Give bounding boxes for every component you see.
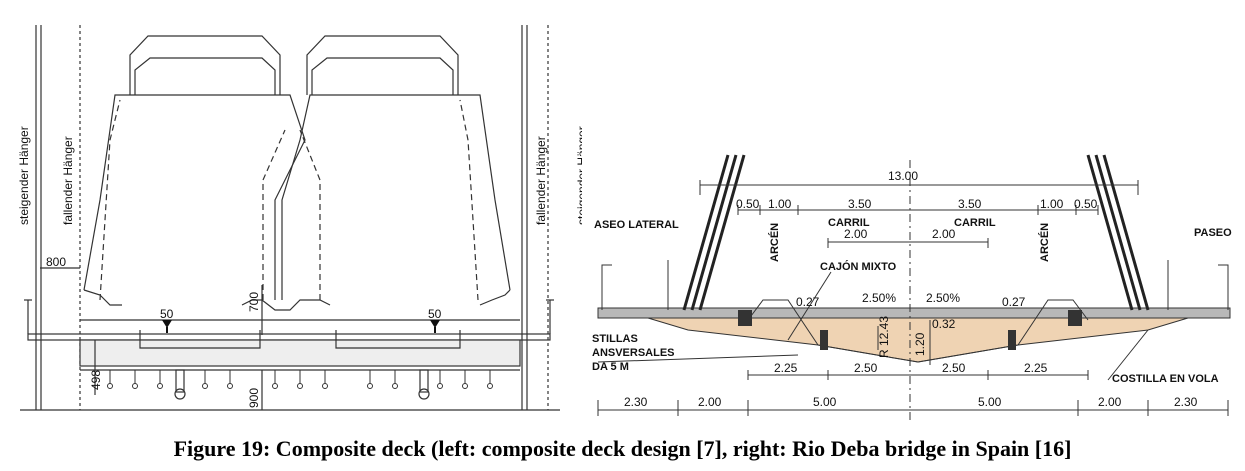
value-0-27-right: 0.27 xyxy=(1002,295,1026,309)
bottom-dim-2: 5.00 xyxy=(813,395,837,409)
cajon-mixto-label: CAJÓN MIXTO xyxy=(820,260,897,273)
dim-2-00-b: 2.00 xyxy=(932,227,956,241)
total-width-13: 13.00 xyxy=(888,169,918,183)
costillas-line-1: STILLAS xyxy=(592,333,638,345)
dimension-700: 700 xyxy=(247,292,261,312)
paseo-lateral-left-label: ASEO LATERAL xyxy=(594,219,679,231)
hanger-falling-label: fallender Hänger xyxy=(61,136,75,225)
costilla-volado-label: COSTILLA EN VOLA xyxy=(1112,373,1219,385)
bottom-dim-1: 2.00 xyxy=(698,395,722,409)
paseo-right-label: PASEO xyxy=(1194,227,1232,239)
dimension-498: 498 xyxy=(89,370,103,390)
bottom-dim-3: 5.00 xyxy=(978,395,1002,409)
value-0-32: 0.32 xyxy=(932,317,956,331)
hanger-rising-label: steigender Hänger xyxy=(17,126,31,225)
value-0-27-left: 0.27 xyxy=(796,295,820,309)
bottom-dim-0: 2.30 xyxy=(624,395,648,409)
value-1-20: 1.20 xyxy=(913,332,927,356)
hanger-falling-label-right: fallender Hänger xyxy=(534,136,548,225)
dim-2-00-a: 2.00 xyxy=(844,227,868,241)
top-dim-2: 3.50 xyxy=(848,197,872,211)
radius-label: R 12.43 xyxy=(877,316,891,358)
arcen-right-label: ARCÉN xyxy=(1038,223,1051,262)
mid-dim-0: 2.25 xyxy=(774,361,798,375)
figure-caption: Figure 19: Composite deck (left: composi… xyxy=(173,436,1072,461)
carril-left-label: CARRIL xyxy=(828,217,870,229)
bottom-dim-4: 2.00 xyxy=(1098,395,1122,409)
composite-deck-design-drawing: steigender Hänger fallender Hänger steig… xyxy=(17,25,582,411)
slope-right: 2.50% xyxy=(926,291,960,305)
bottom-dim-5: 2.30 xyxy=(1174,395,1198,409)
dimension-900: 900 xyxy=(247,388,261,408)
marker-50-left: 50 xyxy=(160,307,174,321)
top-dim-3: 3.50 xyxy=(958,197,982,211)
top-dim-5: 0.50 xyxy=(1074,197,1098,211)
marker-50-right: 50 xyxy=(428,307,442,321)
costillas-line-3: DA 5 M xyxy=(592,361,629,373)
top-dim-1: 1.00 xyxy=(768,197,792,211)
costillas-line-2: ANSVERSALES xyxy=(592,347,675,359)
dimension-800: 800 xyxy=(46,255,66,269)
arcen-left-label: ARCÉN xyxy=(768,223,781,262)
mid-dim-1: 2.50 xyxy=(854,361,878,375)
carril-right-label: CARRIL xyxy=(954,217,996,229)
top-dim-0: 0.50 xyxy=(736,197,760,211)
top-dim-4: 1.00 xyxy=(1040,197,1064,211)
mid-dim-3: 2.25 xyxy=(1024,361,1048,375)
mid-dim-2: 2.50 xyxy=(942,361,966,375)
hanger-rising-label-right: steigender Hänger xyxy=(575,126,582,225)
rio-deba-bridge-section: 13.00 0.50 1.00 3.50 3.50 1.00 0.50 CARR… xyxy=(592,154,1232,420)
slope-left: 2.50% xyxy=(862,291,896,305)
